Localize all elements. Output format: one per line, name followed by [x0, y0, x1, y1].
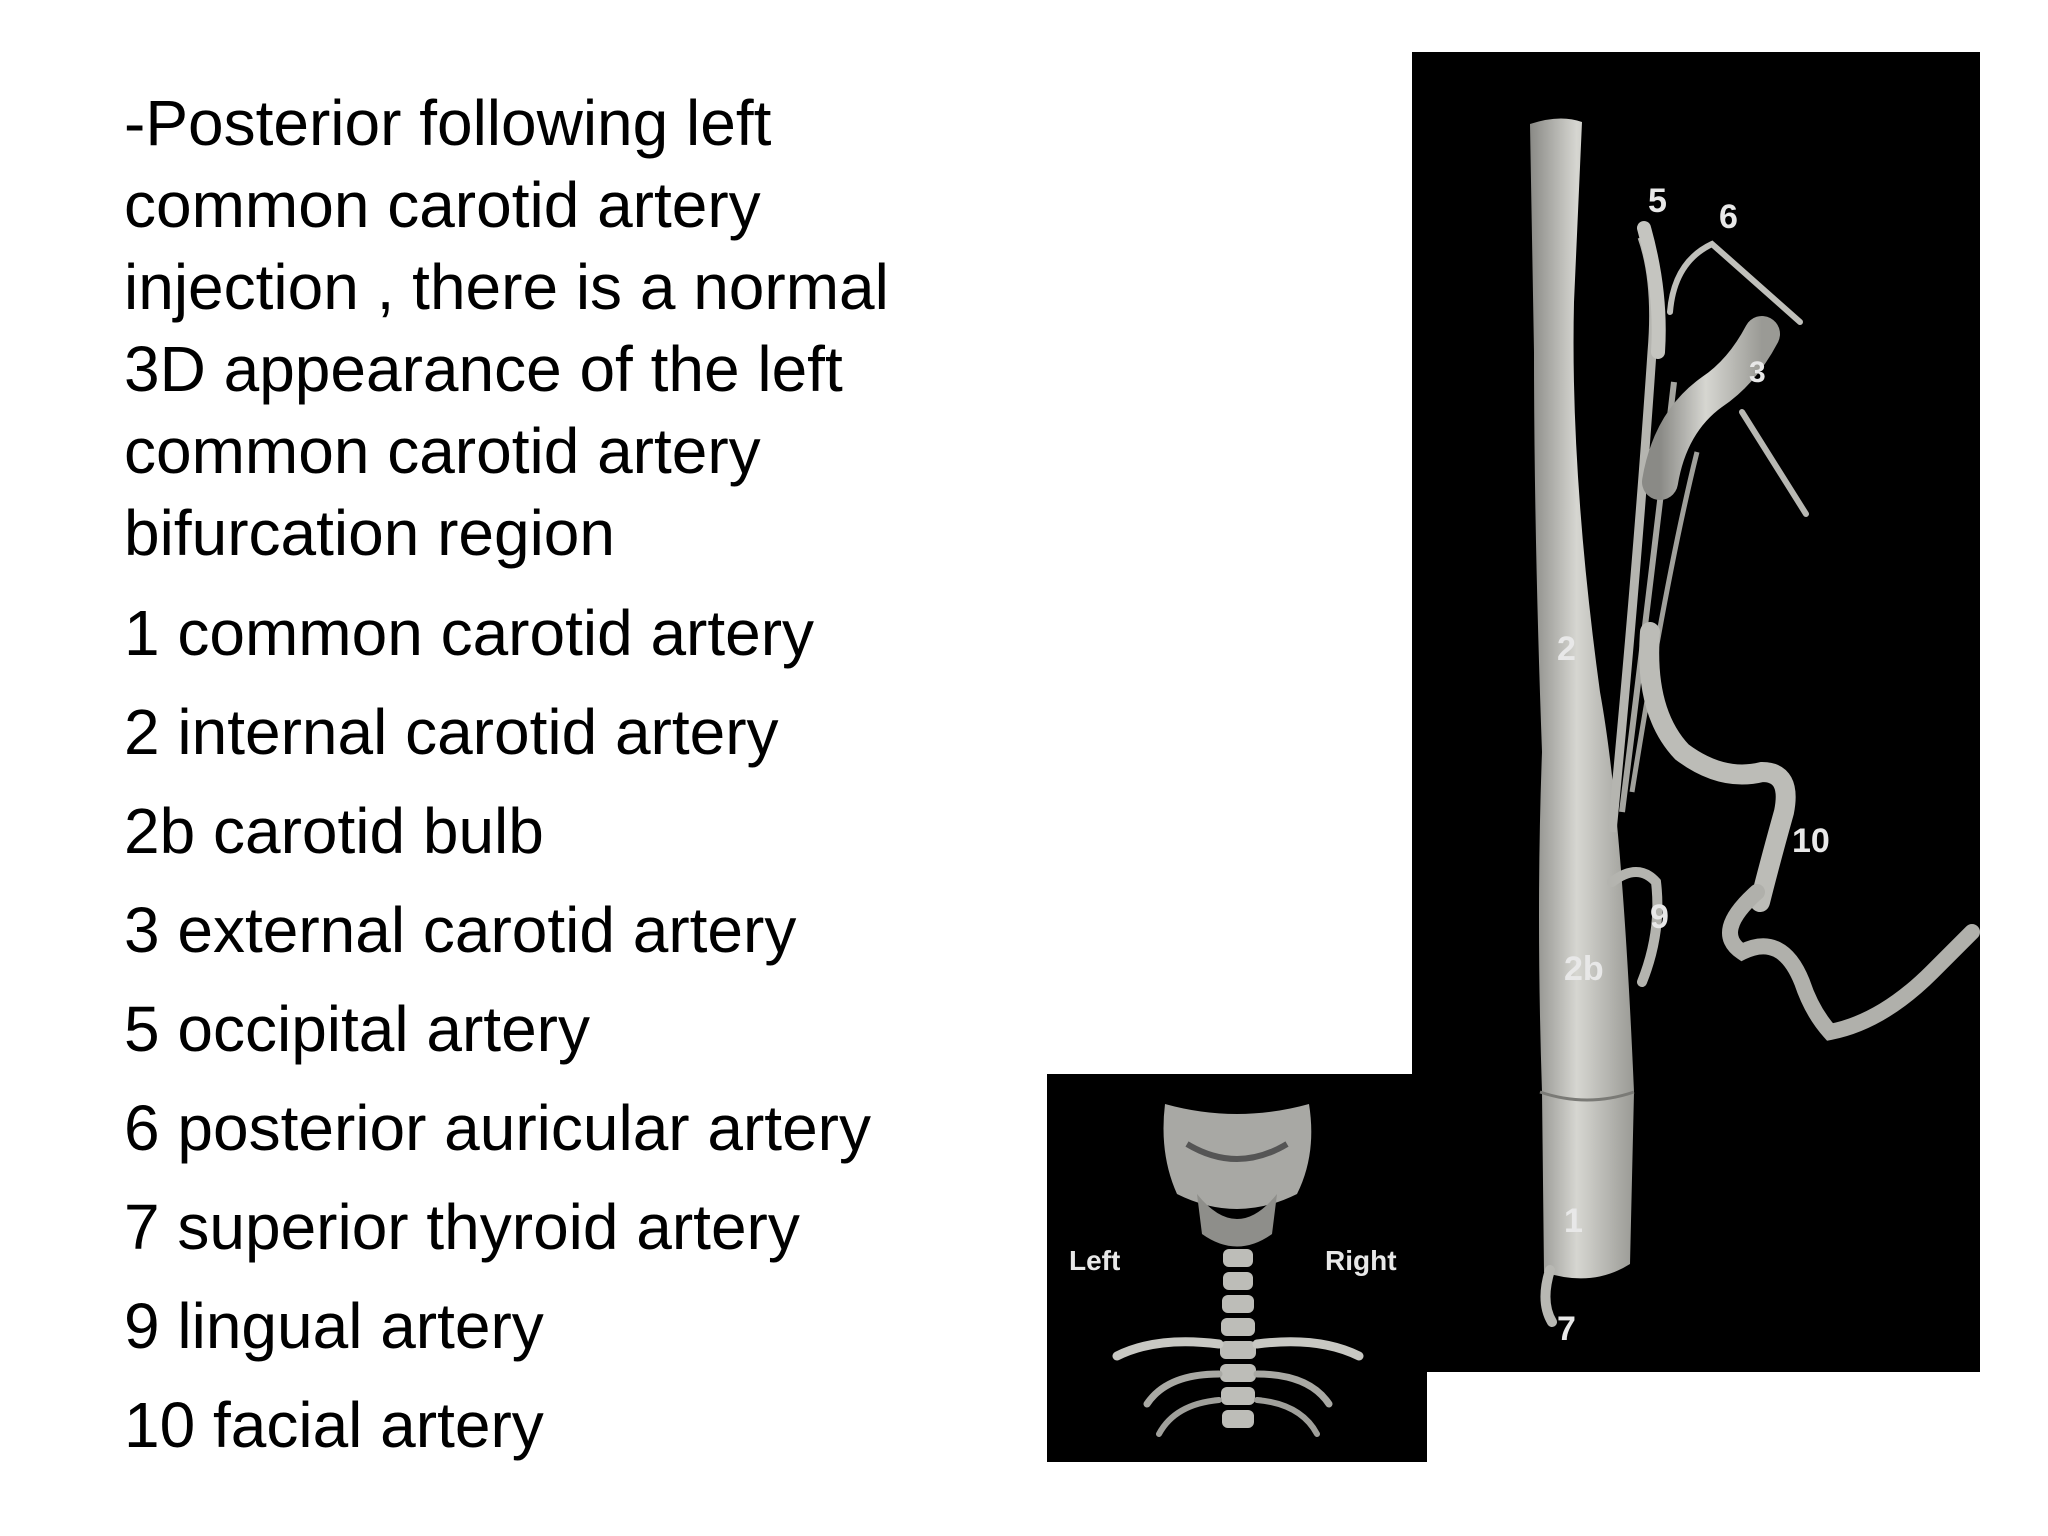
rib-right — [1254, 1397, 1320, 1437]
occipital-vessel — [1637, 221, 1666, 359]
vertebra — [1220, 1364, 1256, 1382]
legend-item-5: 5 occipital artery — [124, 993, 590, 1065]
skeleton-orientation-inset: Left Right — [1047, 1074, 1427, 1462]
legend-item-6: 6 posterior auricular artery — [124, 1092, 871, 1164]
common-internal-carotid-vessel — [1530, 118, 1634, 1279]
external-carotid-vessel — [1642, 316, 1780, 500]
clavicle-left — [1112, 1337, 1224, 1361]
facial-distal-vessel — [1722, 884, 1980, 1041]
rib-left — [1143, 1370, 1223, 1408]
mandible-area — [1197, 1194, 1277, 1247]
legend-list: 1 common carotid artery 2 internal carot… — [124, 592, 964, 1466]
label-3: 3 — [1749, 356, 1766, 389]
legend-item-9: 9 lingual artery — [124, 1290, 544, 1362]
legend-item-2: 2 internal carotid artery — [124, 696, 779, 768]
rib-right — [1253, 1370, 1333, 1408]
vertebra — [1221, 1318, 1255, 1336]
vertebra — [1223, 1249, 1253, 1267]
vertebra — [1221, 1387, 1255, 1405]
legend-item-3: 3 external carotid artery — [124, 894, 797, 966]
facial-vessel — [1639, 622, 1796, 912]
legend-item-10: 10 facial artery — [124, 1389, 544, 1461]
superior-thyroid-vessel — [1540, 1265, 1557, 1327]
carotid-vessel-rendering: 1 2 2b 3 5 6 7 9 10 — [1530, 118, 1980, 1348]
external-branch — [1739, 409, 1809, 517]
label-10: 10 — [1792, 822, 1830, 860]
bulb-seam — [1539, 1090, 1635, 1102]
legend-item-1: 1 common carotid artery — [124, 597, 815, 669]
clavicle-right — [1252, 1337, 1364, 1361]
label-2: 2 — [1557, 630, 1576, 668]
orientation-left-label: Left — [1069, 1245, 1120, 1276]
vertebra — [1222, 1410, 1254, 1428]
rib-left — [1156, 1397, 1222, 1437]
orientation-right-label: Right — [1325, 1245, 1397, 1276]
vertebra — [1222, 1295, 1254, 1313]
spine-rendering: Left Right — [1069, 1104, 1397, 1437]
thin-branch-c — [1629, 451, 1700, 793]
label-6: 6 — [1719, 198, 1738, 236]
label-9: 9 — [1650, 898, 1669, 936]
legend-item-2b: 2b carotid bulb — [124, 795, 544, 867]
slide-text: -Posterior following left common carotid… — [124, 82, 964, 1483]
lingual-vessel — [1607, 867, 1663, 987]
skull-detail — [1185, 1141, 1289, 1162]
vertebra — [1220, 1341, 1256, 1359]
intro-text: -Posterior following left common carotid… — [124, 87, 889, 569]
posterior-auricular-vessel — [1667, 240, 1803, 325]
label-5: 5 — [1648, 182, 1667, 220]
vertebra — [1223, 1272, 1253, 1290]
label-1: 1 — [1564, 1202, 1583, 1240]
label-2b: 2b — [1564, 950, 1604, 988]
label-7: 7 — [1557, 1310, 1576, 1348]
legend-item-7: 7 superior thyroid artery — [124, 1191, 800, 1263]
carotid-3d-image: 1 2 2b 3 5 6 7 9 10 — [1412, 52, 1980, 1372]
